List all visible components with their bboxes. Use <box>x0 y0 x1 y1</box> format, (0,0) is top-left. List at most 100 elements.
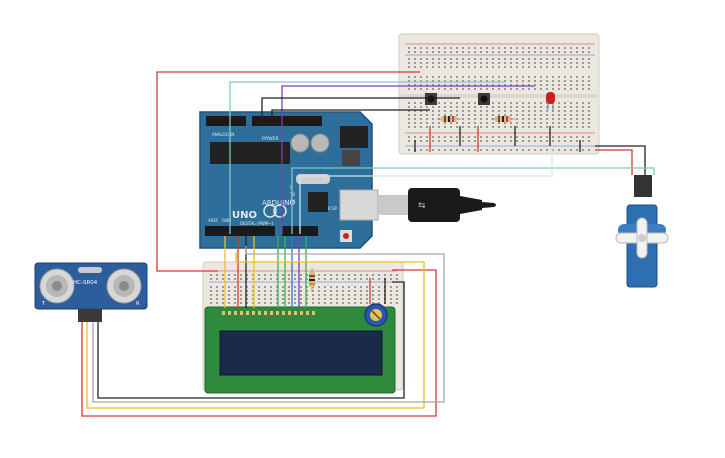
breadboard-hole <box>252 274 254 276</box>
lcd-16x2[interactable] <box>204 306 396 394</box>
breadboard-hole <box>414 88 416 90</box>
voltage-regulator <box>342 150 360 166</box>
potentiometer[interactable] <box>364 303 388 327</box>
usb-socket <box>339 189 379 221</box>
breadboard-hole <box>414 106 416 108</box>
breadboard-hole <box>546 62 548 64</box>
breadboard-hole <box>426 88 428 90</box>
breadboard-hole <box>426 76 428 78</box>
red-led[interactable] <box>546 92 555 110</box>
breadboard-hole <box>210 298 212 300</box>
breadboard-hole <box>408 88 410 90</box>
breadboard-hole <box>498 88 500 90</box>
breadboard-hole <box>468 136 470 138</box>
breadboard-hole <box>558 140 560 142</box>
breadboard-hole <box>492 80 494 82</box>
pushbutton-2[interactable] <box>478 93 490 105</box>
usb-cable[interactable]: ⇆ <box>339 188 496 222</box>
breadboard-hole <box>306 290 308 292</box>
breadboard-hole <box>570 114 572 116</box>
breadboard-hole <box>570 102 572 104</box>
resistor-1[interactable] <box>437 116 461 122</box>
breadboard-hole <box>444 47 446 49</box>
breadboard-hole <box>414 76 416 78</box>
breadboard-hole <box>528 84 530 86</box>
breadboard-hole <box>426 58 428 60</box>
arduino-uno[interactable]: UNO ARDUINO POWER DIGITAL (PWM~) ANALOG … <box>199 111 373 249</box>
breadboard-hole <box>540 114 542 116</box>
breadboard-hole <box>498 149 500 151</box>
breadboard-hole <box>240 298 242 300</box>
breadboard-hole <box>510 76 512 78</box>
breadboard-hole <box>432 51 434 53</box>
breadboard-hole <box>516 118 518 120</box>
breadboard-hole <box>492 47 494 49</box>
breadboard-hole <box>324 290 326 292</box>
breadboard-hole <box>240 294 242 296</box>
breadboard-hole <box>558 114 560 116</box>
breadboard-hole <box>264 294 266 296</box>
breadboard-hole <box>468 66 470 68</box>
breadboard-hole <box>354 294 356 296</box>
breadboard-hole <box>240 274 242 276</box>
resistor-2[interactable] <box>491 116 515 122</box>
breadboard-hole <box>516 122 518 124</box>
breadboard-hole <box>564 66 566 68</box>
breadboard-hole <box>588 51 590 53</box>
breadboard-hole <box>504 51 506 53</box>
breadboard-hole <box>276 294 278 296</box>
breadboard-hole <box>498 126 500 128</box>
breadboard-hole <box>342 290 344 292</box>
breadboard-hole <box>552 114 554 116</box>
breadboard-hole <box>588 114 590 116</box>
breadboard-hole <box>438 149 440 151</box>
breadboard-hole <box>342 274 344 276</box>
breadboard-hole <box>456 102 458 104</box>
breadboard-hole <box>564 110 566 112</box>
ultrasonic-sensor[interactable]: HC-SR04 T R <box>34 262 148 322</box>
capacitor-1 <box>290 133 310 153</box>
breadboard-hole <box>528 80 530 82</box>
top-breadboard[interactable] <box>398 33 600 155</box>
breadboard-hole <box>444 76 446 78</box>
breadboard-hole <box>564 80 566 82</box>
breadboard-hole <box>366 274 368 276</box>
breadboard-hole <box>336 302 338 304</box>
breadboard-hole <box>588 58 590 60</box>
breadboard-hole <box>390 302 392 304</box>
breadboard-hole <box>480 136 482 138</box>
breadboard-hole <box>450 80 452 82</box>
breadboard-hole <box>258 278 260 280</box>
breadboard-hole <box>510 110 512 112</box>
breadboard-hole <box>438 51 440 53</box>
breadboard-hole <box>396 294 398 296</box>
breadboard-hole <box>546 47 548 49</box>
breadboard-hole <box>468 114 470 116</box>
breadboard-hole <box>528 136 530 138</box>
breadboard-hole <box>432 106 434 108</box>
breadboard-hole <box>588 122 590 124</box>
breadboard-hole <box>546 106 548 108</box>
breadboard-hole <box>456 149 458 151</box>
breadboard-hole <box>504 80 506 82</box>
micro-servo[interactable] <box>615 175 669 288</box>
breadboard-hole <box>504 149 506 151</box>
breadboard-hole <box>450 88 452 90</box>
breadboard-hole <box>318 290 320 292</box>
breadboard-hole <box>498 106 500 108</box>
breadboard-hole <box>360 298 362 300</box>
breadboard-hole <box>462 106 464 108</box>
resistor-3[interactable] <box>309 268 315 292</box>
aref-label: AREF <box>208 218 219 223</box>
breadboard-hole <box>408 102 410 104</box>
breadboard-hole <box>558 88 560 90</box>
wire-black-2 <box>271 109 430 126</box>
breadboard-hole <box>222 290 224 292</box>
breadboard-hole <box>588 76 590 78</box>
breadboard-hole <box>252 294 254 296</box>
pushbutton-1[interactable] <box>425 93 437 105</box>
breadboard-hole <box>468 149 470 151</box>
breadboard-hole <box>348 294 350 296</box>
breadboard-hole <box>228 274 230 276</box>
